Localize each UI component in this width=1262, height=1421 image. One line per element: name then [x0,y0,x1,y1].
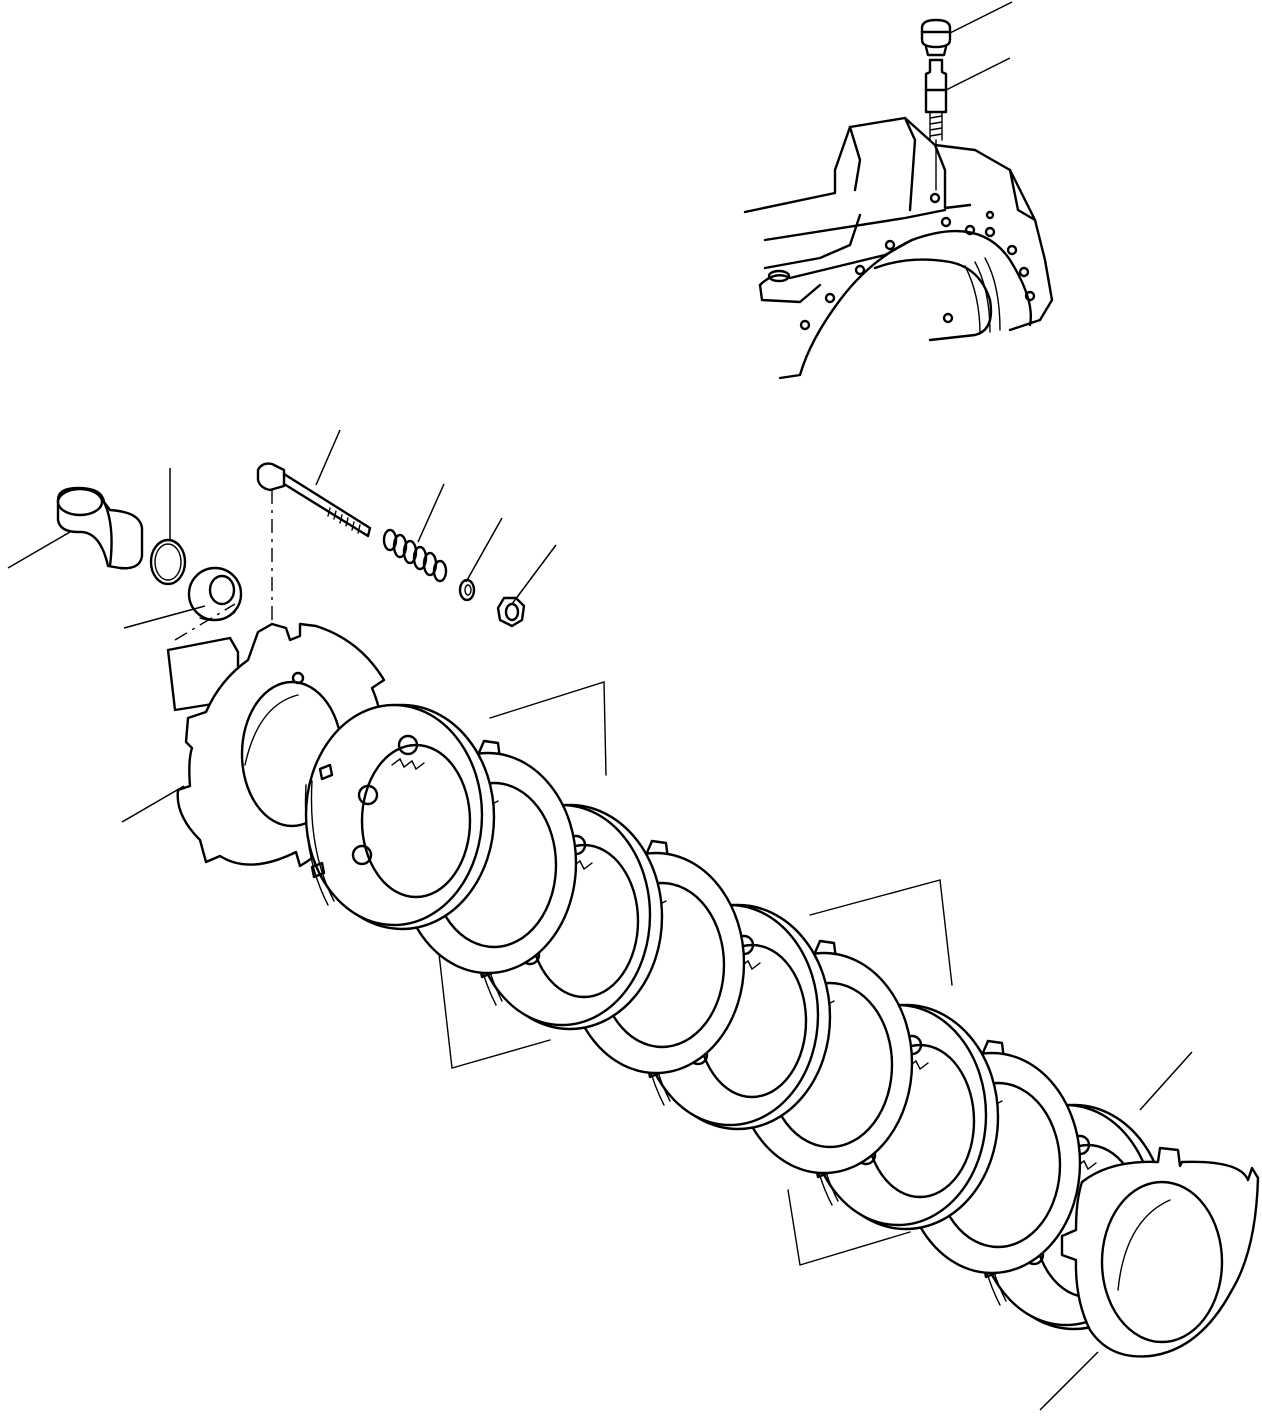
friction-disc-notch [310,861,326,879]
group-bracket-1 [437,681,607,1069]
bolt [256,462,372,538]
separator-tab [644,839,670,861]
friction-disc-edge [310,780,335,902]
leader-breather-tube [945,57,1011,91]
piston [56,486,144,570]
seal-ring [187,566,243,622]
leader-nut [511,544,557,605]
separator-tab [476,739,502,761]
group-bracket-3 [809,879,953,986]
breather-cap [920,18,952,57]
leader-breather-cap [949,1,1013,34]
end-plate [1060,1146,1260,1358]
separator-tab [980,1039,1006,1061]
friction-disc-edge [304,784,329,906]
friction-disc-spline [391,757,425,771]
group-bracket-2 [451,1039,551,1069]
leader-washer [465,517,503,583]
friction-disc [304,703,496,931]
group-bracket-4 [787,1189,911,1266]
centerline-piston [174,603,236,641]
nut [496,596,526,628]
washer [458,578,476,602]
leader-piston [7,531,71,569]
leader-spring [417,483,445,543]
axle-housing [743,116,1054,380]
friction-disc-hole [397,734,419,756]
friction-disc-hole [357,784,379,806]
separator-tab [812,939,838,961]
leader-bolt [315,429,341,486]
leader-friction-disc [1139,1051,1193,1111]
friction-disc-notch [318,763,334,781]
o-ring [149,538,187,586]
friction-disc-hole [351,844,373,866]
leader-end-plate [1039,1351,1099,1411]
leader-seal-ring [123,605,206,629]
breather-tube [924,58,948,191]
disc-pack [304,703,1168,1331]
leader-brake-housing [121,785,185,823]
spring [382,528,448,583]
